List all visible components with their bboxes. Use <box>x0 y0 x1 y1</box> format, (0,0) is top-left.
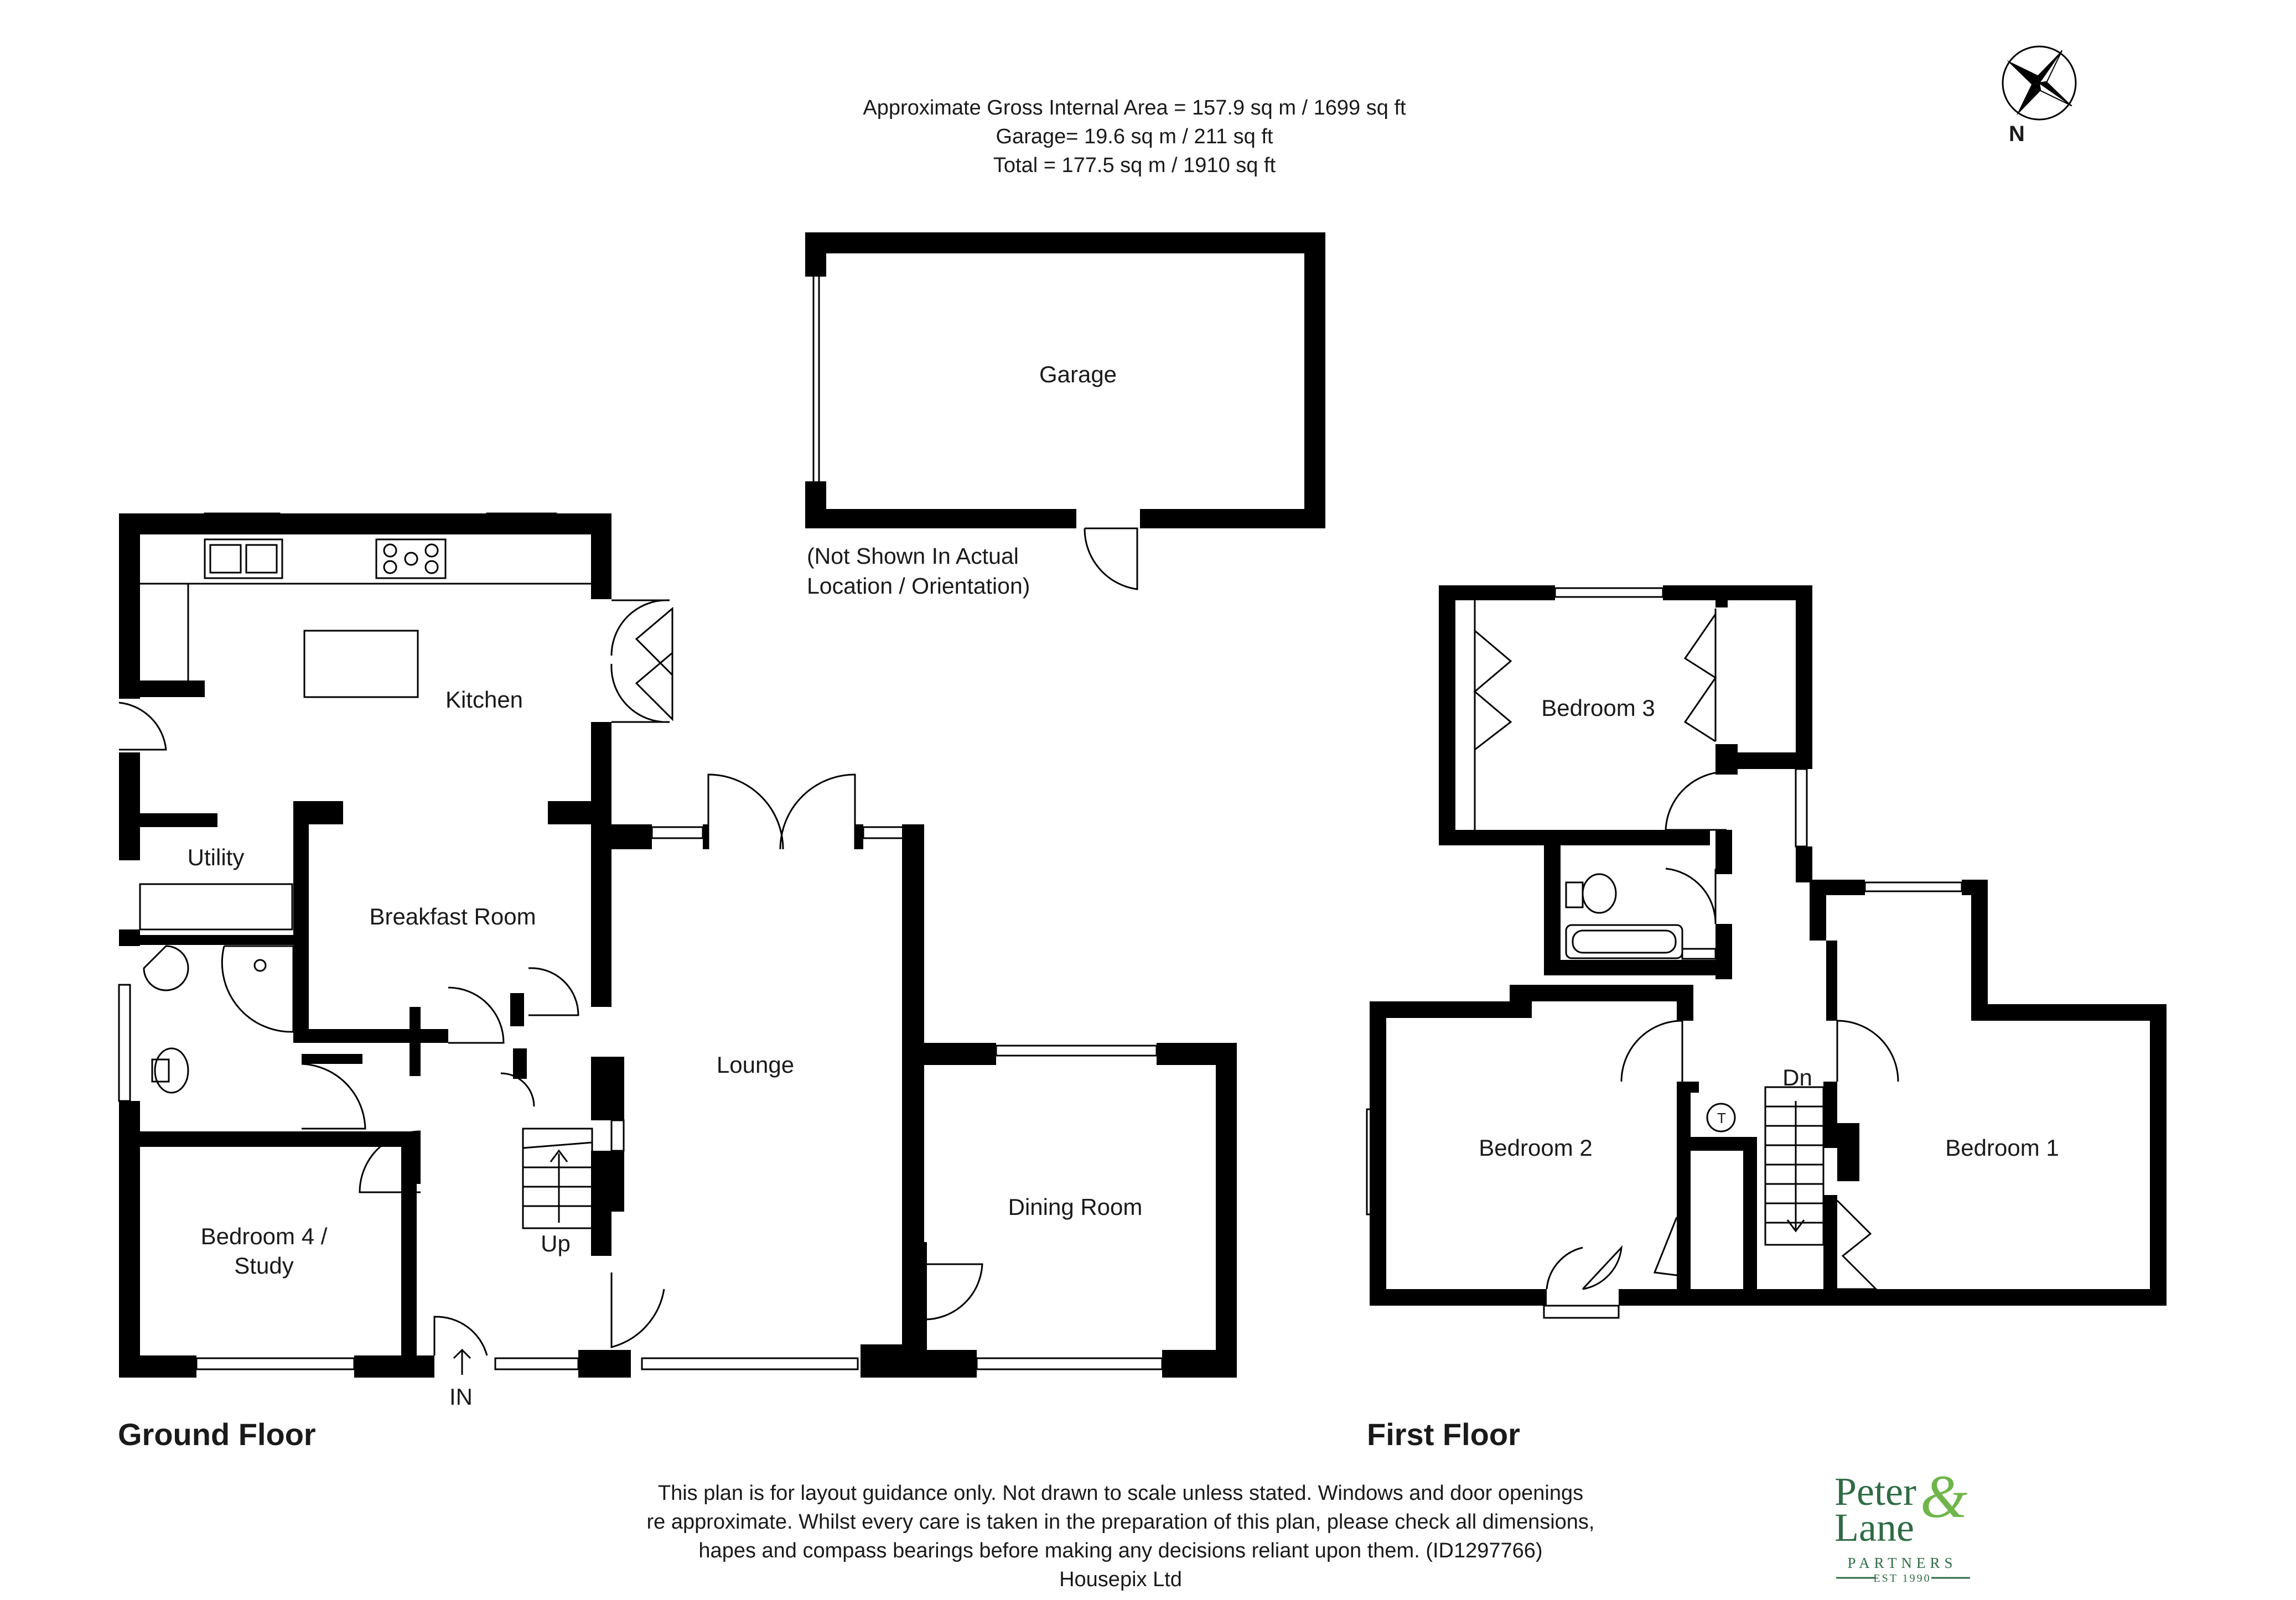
fixtures-and-openings <box>118 277 1963 1375</box>
area-line: Approximate Gross Internal Area = 157.9 … <box>863 96 1406 120</box>
room-label-bedroom-1: Bedroom 1 <box>1945 1134 2059 1161</box>
compass-rose-icon <box>2002 45 2077 121</box>
disclaimer-line4: Housepix Ltd <box>1059 1568 1182 1591</box>
peter-lane-logo: Peter & Lane PARTNERS EST 1990 <box>1834 1466 1978 1593</box>
sink-icon <box>204 538 283 579</box>
garage-note-line2: Location / Orientation) <box>807 573 1030 599</box>
basin-icon <box>143 945 189 991</box>
room-label-bedroom-4: Bedroom 4 / <box>200 1223 328 1249</box>
room-label-breakfast-room: Breakfast Room <box>369 903 536 929</box>
stairs-down-label: Dn <box>1782 1064 1812 1090</box>
shower-icon <box>221 945 294 1033</box>
stairs-up-label: Up <box>541 1230 571 1256</box>
room-label-dining-room: Dining Room <box>1008 1193 1143 1220</box>
logo-word-peter: Peter <box>1834 1469 1916 1514</box>
kitchen-side-door <box>118 702 167 751</box>
total-area-line: Total = 177.5 sq m / 1910 sq ft <box>993 154 1276 177</box>
room-label-lounge: Lounge <box>716 1051 795 1078</box>
room-label-study: Study <box>234 1252 294 1279</box>
ground-floor-title: Ground Floor <box>118 1417 316 1452</box>
room-label-bedroom-3: Bedroom 3 <box>1541 694 1655 721</box>
first-floor-title: First Floor <box>1367 1417 1520 1452</box>
room-label-utility: Utility <box>187 844 245 870</box>
first-floor-walls <box>1370 585 2167 1306</box>
kitchen-island <box>303 630 419 698</box>
disclaimer-line2: re approximate. Whilst every care is tak… <box>646 1510 1595 1534</box>
disclaimer-line3: hapes and compass bearings before making… <box>698 1539 1543 1562</box>
ground-floor-walls <box>119 513 1237 1378</box>
bath-icon <box>1565 924 1683 959</box>
entrance-label: IN <box>449 1383 473 1410</box>
garage-area-line: Garage= 19.6 sq m / 211 sq ft <box>996 125 1273 148</box>
walls <box>119 232 2167 1378</box>
compass-north-label: N <box>2009 122 2025 146</box>
garage-note-line1: (Not Shown In Actual <box>807 543 1019 569</box>
logo-ampersand: & <box>1920 1463 1968 1530</box>
hob-icon <box>375 538 447 579</box>
logo-established: EST 1990 <box>1873 1572 1931 1585</box>
disclaimer-line1: This plan is for layout guidance only. N… <box>657 1482 1584 1505</box>
garage-door-swing <box>1084 527 1138 590</box>
stairs-up <box>522 1128 593 1229</box>
toilet-icon <box>154 1047 189 1094</box>
room-label-bedroom-2: Bedroom 2 <box>1479 1134 1593 1161</box>
stairs-down <box>1764 1086 1825 1246</box>
logo-partners: PARTNERS <box>1847 1555 1957 1571</box>
logo-word-lane: Lane <box>1834 1505 1914 1550</box>
tank-label: T <box>1717 1109 1726 1126</box>
wc-icon <box>1582 873 1617 914</box>
room-label-kitchen: Kitchen <box>445 686 524 713</box>
garage-walls <box>805 232 1325 528</box>
tank-icon <box>1706 1103 1736 1133</box>
room-label-garage: Garage <box>1039 361 1117 387</box>
